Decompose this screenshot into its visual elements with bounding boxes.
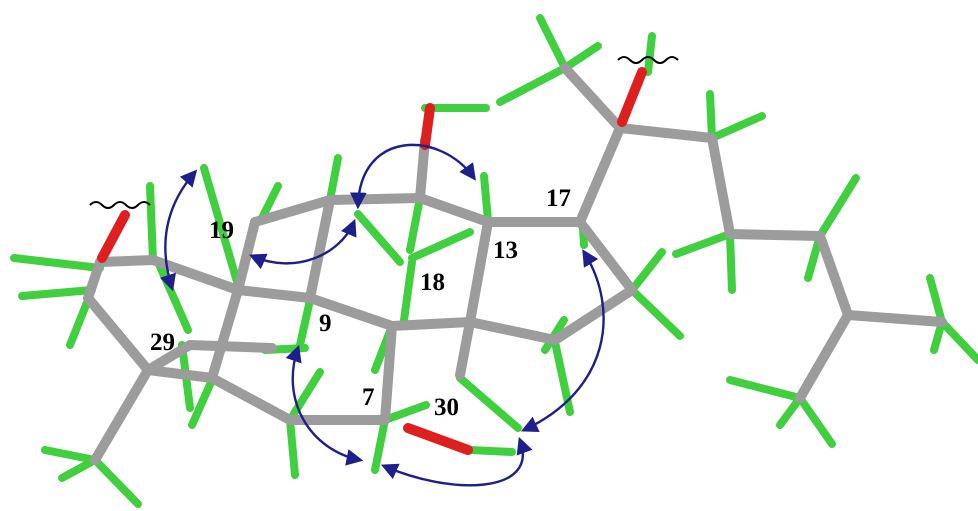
- noe-arrow-h17-h30: [520, 249, 605, 432]
- noe-arrow-h18-h13: [349, 143, 476, 210]
- atom-label-29: 29: [150, 329, 175, 356]
- atom-labels: 17 19 13 18 9 29 7 30: [150, 185, 571, 421]
- atom-label-18: 18: [420, 269, 445, 296]
- wavy-bond-markers: [89, 56, 679, 209]
- atom-label-7: 7: [362, 384, 375, 411]
- atom-label-19: 19: [209, 217, 234, 244]
- wavy-bond-left: [89, 201, 151, 209]
- noe-arrow-h9-h7: [285, 344, 364, 466]
- noe-arrow-h19-h29: [159, 169, 198, 292]
- wavy-bond-right: [617, 56, 679, 64]
- atom-label-13: 13: [493, 237, 518, 264]
- atom-label-17: 17: [546, 185, 571, 212]
- noe-arrow-h19-h9: [248, 218, 357, 270]
- noe-correlation-arrows: [159, 143, 605, 487]
- atom-label-9: 9: [319, 310, 332, 337]
- atom-label-30: 30: [434, 394, 459, 421]
- noe-arrow-h7-h30: [380, 436, 533, 487]
